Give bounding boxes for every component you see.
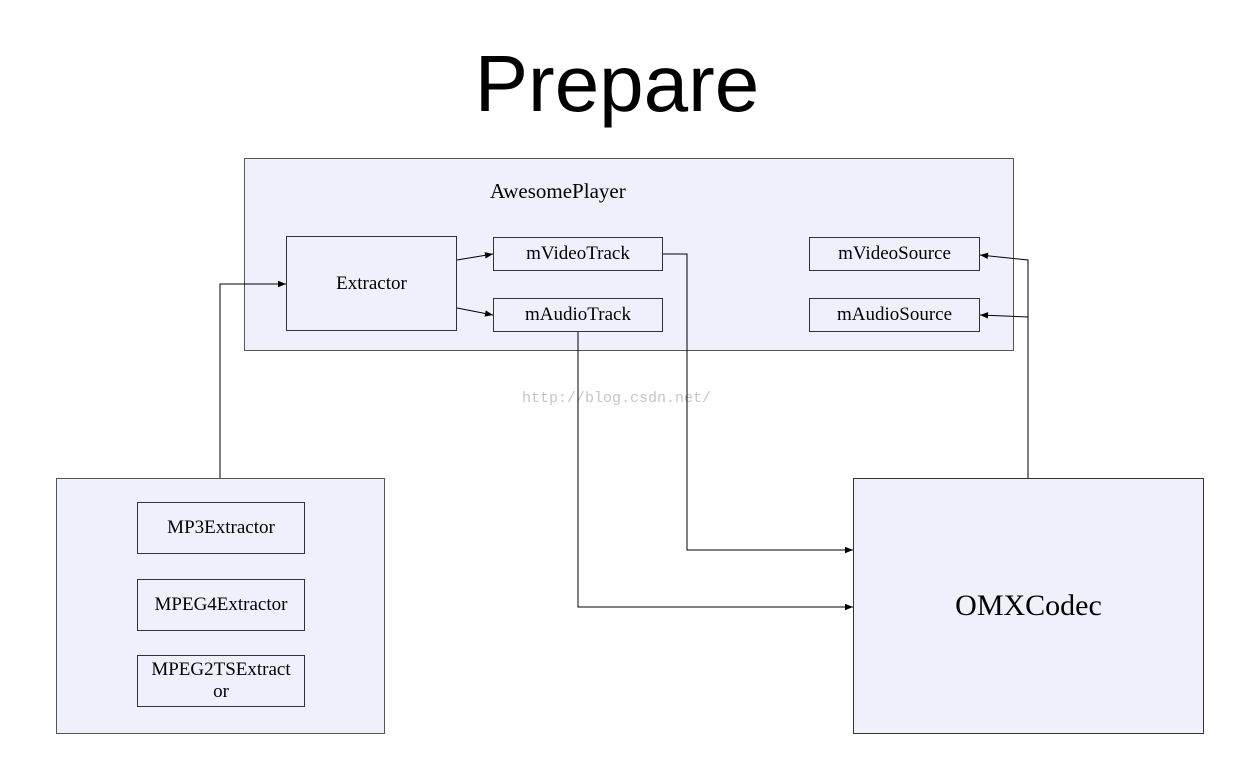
omx-codec-node: OMXCodec (853, 478, 1204, 734)
audio-source-node: mAudioSource (809, 298, 980, 332)
audio-track-to-codec-arrow (577, 332, 853, 611)
mpeg2ts-extractor-node: MPEG2TSExtract or (137, 655, 305, 707)
mpeg4-extractor-node: MPEG4Extractor (137, 579, 305, 631)
watermark: http://blog.csdn.net/ (522, 390, 712, 407)
awesome-player-label: AwesomePlayer (490, 179, 626, 203)
extractor-node: Extractor (286, 236, 457, 331)
mp3-extractor-node: MP3Extractor (137, 502, 305, 554)
video-source-node: mVideoSource (809, 237, 980, 271)
page-title: Prepare (474, 39, 760, 128)
video-track-node: mVideoTrack (493, 237, 663, 271)
audio-track-node: mAudioTrack (493, 298, 663, 332)
